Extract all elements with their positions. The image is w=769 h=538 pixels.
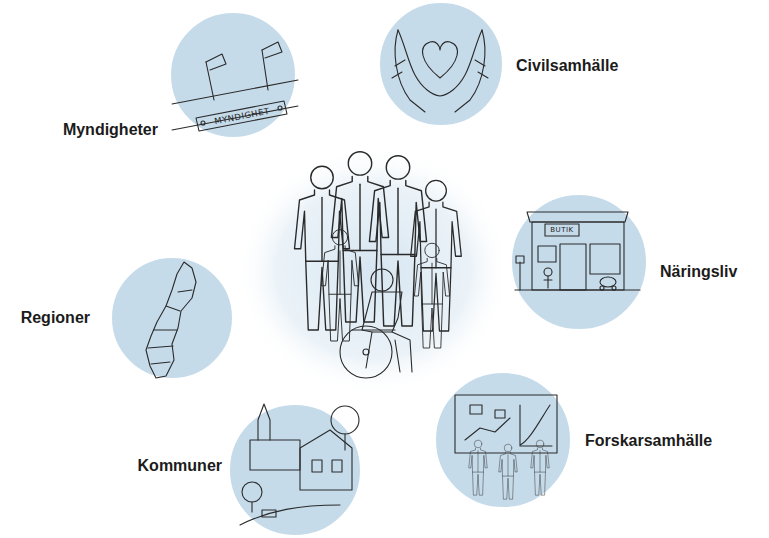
circle-outline bbox=[377, 0, 505, 128]
category-circle: Civilsamhälle bbox=[377, 0, 505, 128]
category-circle: Regioner bbox=[109, 255, 235, 381]
sign-text: BUTIK bbox=[550, 227, 573, 234]
circle-outline bbox=[433, 370, 573, 510]
category-label: Regioner bbox=[21, 309, 90, 327]
category-label: Forskarsamhälle bbox=[585, 432, 712, 450]
sweden-map bbox=[146, 262, 196, 378]
hands-heart bbox=[392, 30, 488, 112]
category-label: Kommuner bbox=[138, 457, 222, 475]
circle-outline bbox=[109, 255, 235, 381]
circle-outline bbox=[509, 192, 649, 332]
shop-front bbox=[515, 212, 640, 290]
people-group bbox=[295, 152, 462, 378]
whiteboard-researchers bbox=[455, 395, 557, 499]
category-circle: Forskarsamhälle bbox=[433, 370, 573, 510]
category-label: Näringsliv bbox=[660, 263, 737, 281]
category-label: Myndigheter bbox=[63, 121, 158, 139]
category-label: Civilsamhälle bbox=[516, 57, 618, 75]
circle-outline bbox=[227, 402, 363, 538]
category-circle: Kommuner bbox=[227, 402, 363, 538]
town-scene bbox=[240, 404, 359, 525]
category-circle: Näringsliv bbox=[509, 192, 649, 332]
authority-sign bbox=[172, 42, 298, 131]
